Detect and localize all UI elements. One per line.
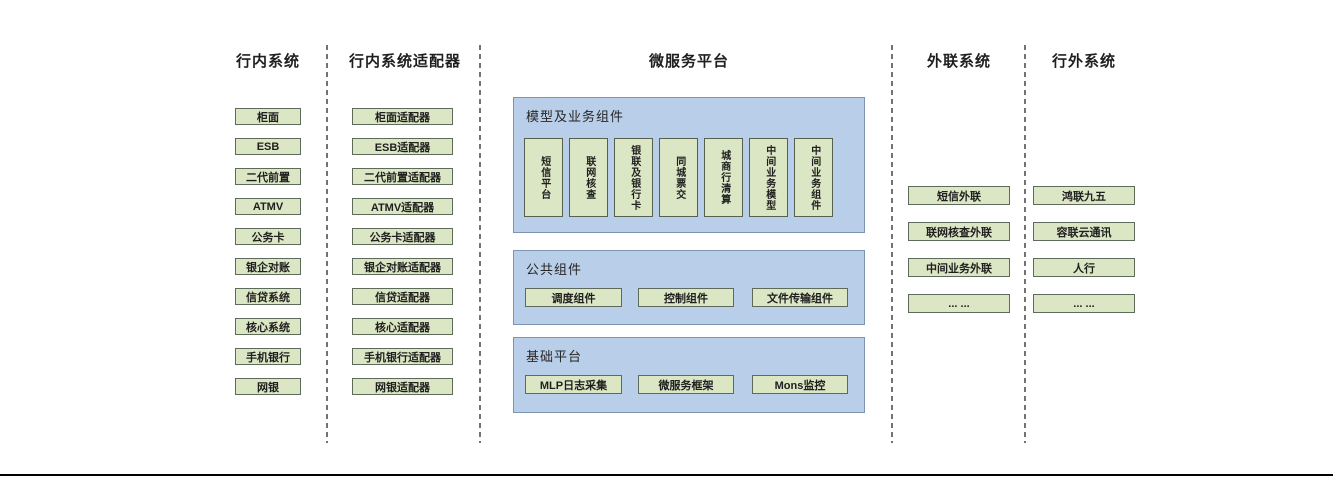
diagram-node: 短信外联 bbox=[908, 186, 1010, 205]
external-link-systems-list: 短信外联 联网核查外联 中间业务外联 ... ... bbox=[908, 186, 1010, 330]
diagram-node: ESB bbox=[235, 138, 301, 155]
column-title-microservice-platform: 微服务平台 bbox=[648, 53, 729, 70]
diagram-node: 调度组件 bbox=[525, 288, 622, 307]
panel-public-components: 公共组件 调度组件 控制组件 文件传输组件 bbox=[513, 250, 865, 325]
diagram-node: 核心系统 bbox=[235, 318, 301, 335]
diagram-node: 联网核查 bbox=[569, 138, 608, 217]
diagram-node: 同城票交 bbox=[659, 138, 698, 217]
panel-label: 公共组件 bbox=[526, 262, 583, 277]
diagram-node: 手机银行适配器 bbox=[352, 348, 453, 365]
bottom-divider bbox=[0, 474, 1333, 476]
diagram-node: 网银适配器 bbox=[352, 378, 453, 395]
diagram-node: 二代前置 bbox=[235, 168, 301, 185]
diagram-node: 联网核查外联 bbox=[908, 222, 1010, 241]
diagram-node: 控制组件 bbox=[638, 288, 734, 307]
diagram-node: ... ... bbox=[1033, 294, 1135, 313]
diagram-node: 城商行清算 bbox=[704, 138, 743, 217]
diagram-node: 柜面适配器 bbox=[352, 108, 453, 125]
diagram-node: 中间业务组件 bbox=[794, 138, 833, 217]
internal-systems-list: 柜面 ESB 二代前置 ATMV 公务卡 银企对账 信贷系统 核心系统 手机银行… bbox=[235, 108, 301, 408]
internal-adapters-list: 柜面适配器 ESB适配器 二代前置适配器 ATMV适配器 公务卡适配器 银企对账… bbox=[352, 108, 453, 408]
diagram-node: 公务卡 bbox=[235, 228, 301, 245]
diagram-node: 中间业务外联 bbox=[908, 258, 1010, 277]
panel-model-business-components: 模型及业务组件 短信平台 联网核查 银联及银行卡 同城票交 城商行清算 中间业务… bbox=[513, 97, 865, 233]
diagram-node: 微服务框架 bbox=[638, 375, 734, 394]
column-title-internal-systems: 行内系统 bbox=[235, 53, 300, 70]
diagram-node: 短信平台 bbox=[524, 138, 563, 217]
column-separator bbox=[891, 45, 893, 443]
diagram-node: ATMV适配器 bbox=[352, 198, 453, 215]
diagram-node: 柜面 bbox=[235, 108, 301, 125]
diagram-node: 中间业务模型 bbox=[749, 138, 788, 217]
panel-base-platform: 基础平台 MLP日志采集 微服务框架 Mons监控 bbox=[513, 337, 865, 413]
diagram-node: ... ... bbox=[908, 294, 1010, 313]
outside-systems-list: 鸿联九五 容联云通讯 人行 ... ... bbox=[1033, 186, 1135, 330]
diagram-node: 网银 bbox=[235, 378, 301, 395]
diagram-node: 银联及银行卡 bbox=[614, 138, 653, 217]
diagram-node: ATMV bbox=[235, 198, 301, 215]
diagram-node: 银企对账适配器 bbox=[352, 258, 453, 275]
diagram-node: 容联云通讯 bbox=[1033, 222, 1135, 241]
diagram-node: 核心适配器 bbox=[352, 318, 453, 335]
diagram-node: 银企对账 bbox=[235, 258, 301, 275]
column-title-internal-adapters: 行内系统适配器 bbox=[348, 53, 461, 70]
model-components-row: 短信平台 联网核查 银联及银行卡 同城票交 城商行清算 中间业务模型 中间业务组… bbox=[524, 138, 833, 217]
diagram-node: 信贷系统 bbox=[235, 288, 301, 305]
diagram-node: 文件传输组件 bbox=[752, 288, 848, 307]
diagram-node: 人行 bbox=[1033, 258, 1135, 277]
diagram-node: MLP日志采集 bbox=[525, 375, 622, 394]
diagram-node: 信贷适配器 bbox=[352, 288, 453, 305]
column-title-external-link-systems: 外联系统 bbox=[926, 53, 991, 70]
column-title-outside-systems: 行外系统 bbox=[1051, 53, 1116, 70]
column-separator bbox=[479, 45, 481, 443]
diagram-node: 二代前置适配器 bbox=[352, 168, 453, 185]
diagram-node: 鸿联九五 bbox=[1033, 186, 1135, 205]
diagram-node: ESB适配器 bbox=[352, 138, 453, 155]
panel-label: 模型及业务组件 bbox=[526, 109, 625, 124]
diagram-node: 手机银行 bbox=[235, 348, 301, 365]
column-separator bbox=[326, 45, 328, 443]
diagram-node: Mons监控 bbox=[752, 375, 848, 394]
diagram-node: 公务卡适配器 bbox=[352, 228, 453, 245]
panel-label: 基础平台 bbox=[526, 349, 583, 364]
column-separator bbox=[1024, 45, 1026, 443]
